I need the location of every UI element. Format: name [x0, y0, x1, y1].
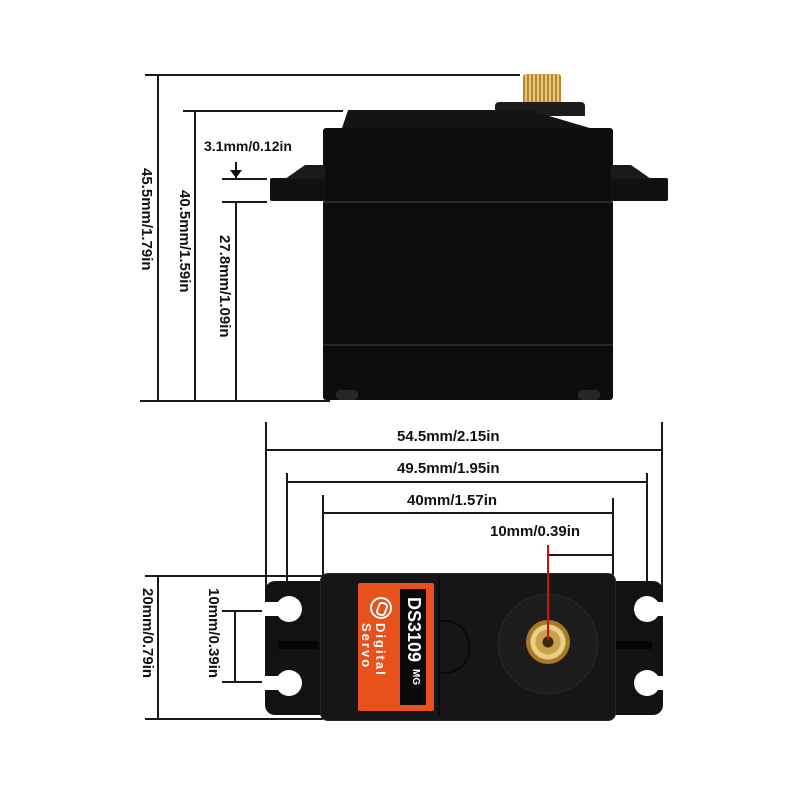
label-model: DS3109 — [404, 597, 424, 663]
dim-pitch-vertical — [234, 610, 236, 683]
dim-body-width-line — [322, 512, 614, 514]
label-line2: Servo — [359, 623, 374, 670]
body-width-label: 40mm/1.57in — [407, 492, 498, 509]
hole-left-bottom-slot — [262, 676, 286, 690]
case-seam — [323, 201, 613, 203]
dim-line-body-vertical — [194, 110, 196, 402]
dim-pitch-bottom-line — [222, 681, 294, 683]
shaft-center-marker — [547, 545, 549, 640]
dim-line-total-top — [145, 74, 520, 76]
dim-line-tab-bottom — [222, 201, 267, 203]
dim-hole-left-ext — [286, 473, 288, 608]
product-label: Digital Servo DS3109 MG — [358, 583, 434, 711]
tab-thickness-label: 3.1mm/0.12in — [204, 138, 292, 154]
dim-line-tab-top — [222, 178, 267, 180]
total-height-label: 45.5mm/1.79in — [138, 168, 155, 271]
brand-logo-icon — [370, 597, 392, 619]
body-depth-label: 20mm/0.79in — [139, 588, 156, 679]
dim-pitch-top-line — [222, 610, 294, 612]
dim-shaft-offset-line — [547, 554, 614, 556]
dim-hole-right-ext — [646, 473, 648, 608]
dim-depth-top-ext — [185, 575, 325, 577]
mount-tab-right-bevel — [611, 165, 651, 179]
bottom-case — [323, 346, 613, 400]
dim-body-right-ext — [612, 498, 614, 575]
foot-left — [336, 390, 358, 400]
dim-overall-right-ext — [661, 422, 663, 592]
label-model-band — [400, 589, 426, 705]
hole-right-bottom-slot — [650, 676, 666, 690]
hole-spacing-label: 49.5mm/1.95in — [397, 460, 500, 477]
foot-right — [578, 390, 600, 400]
upper-case — [323, 128, 613, 203]
hole-pitch-label: 10mm/0.39in — [205, 588, 222, 679]
hole-right-top-slot — [650, 602, 666, 616]
dim-line-lower-vertical — [235, 201, 237, 402]
middle-case — [323, 203, 613, 345]
flange-groove-left — [278, 641, 318, 649]
dim-overall-left-ext — [265, 422, 267, 592]
dim-line-total-vertical — [157, 74, 159, 402]
dim-depth-vertical — [157, 575, 159, 720]
mount-tab-left-bevel — [285, 165, 325, 179]
overall-width-label: 54.5mm/2.15in — [397, 428, 500, 445]
shaft-offset-label: 10mm/0.39in — [490, 523, 581, 540]
dim-body-left-ext — [322, 495, 324, 575]
mount-tab-right — [611, 178, 668, 201]
dim-line-body-top — [183, 110, 343, 112]
dim-depth-top-line — [145, 575, 185, 577]
top-case-partition — [438, 576, 440, 716]
dim-hole-spacing-line — [286, 481, 648, 483]
hole-left-top-slot — [262, 602, 286, 616]
mount-tab-left — [270, 178, 325, 201]
body-height-label: 40.5mm/1.59in — [176, 190, 193, 293]
bottom-seam — [323, 344, 613, 346]
lower-height-label: 27.8mm/1.09in — [216, 235, 233, 338]
flange-groove-right — [612, 641, 652, 649]
dim-overall-width-line — [265, 449, 663, 451]
label-line1: Digital — [373, 623, 388, 677]
dim-depth-bottom-line — [145, 718, 323, 720]
label-suffix: MG — [410, 669, 421, 686]
output-gear — [523, 74, 561, 102]
arrow-down-icon — [230, 170, 242, 178]
